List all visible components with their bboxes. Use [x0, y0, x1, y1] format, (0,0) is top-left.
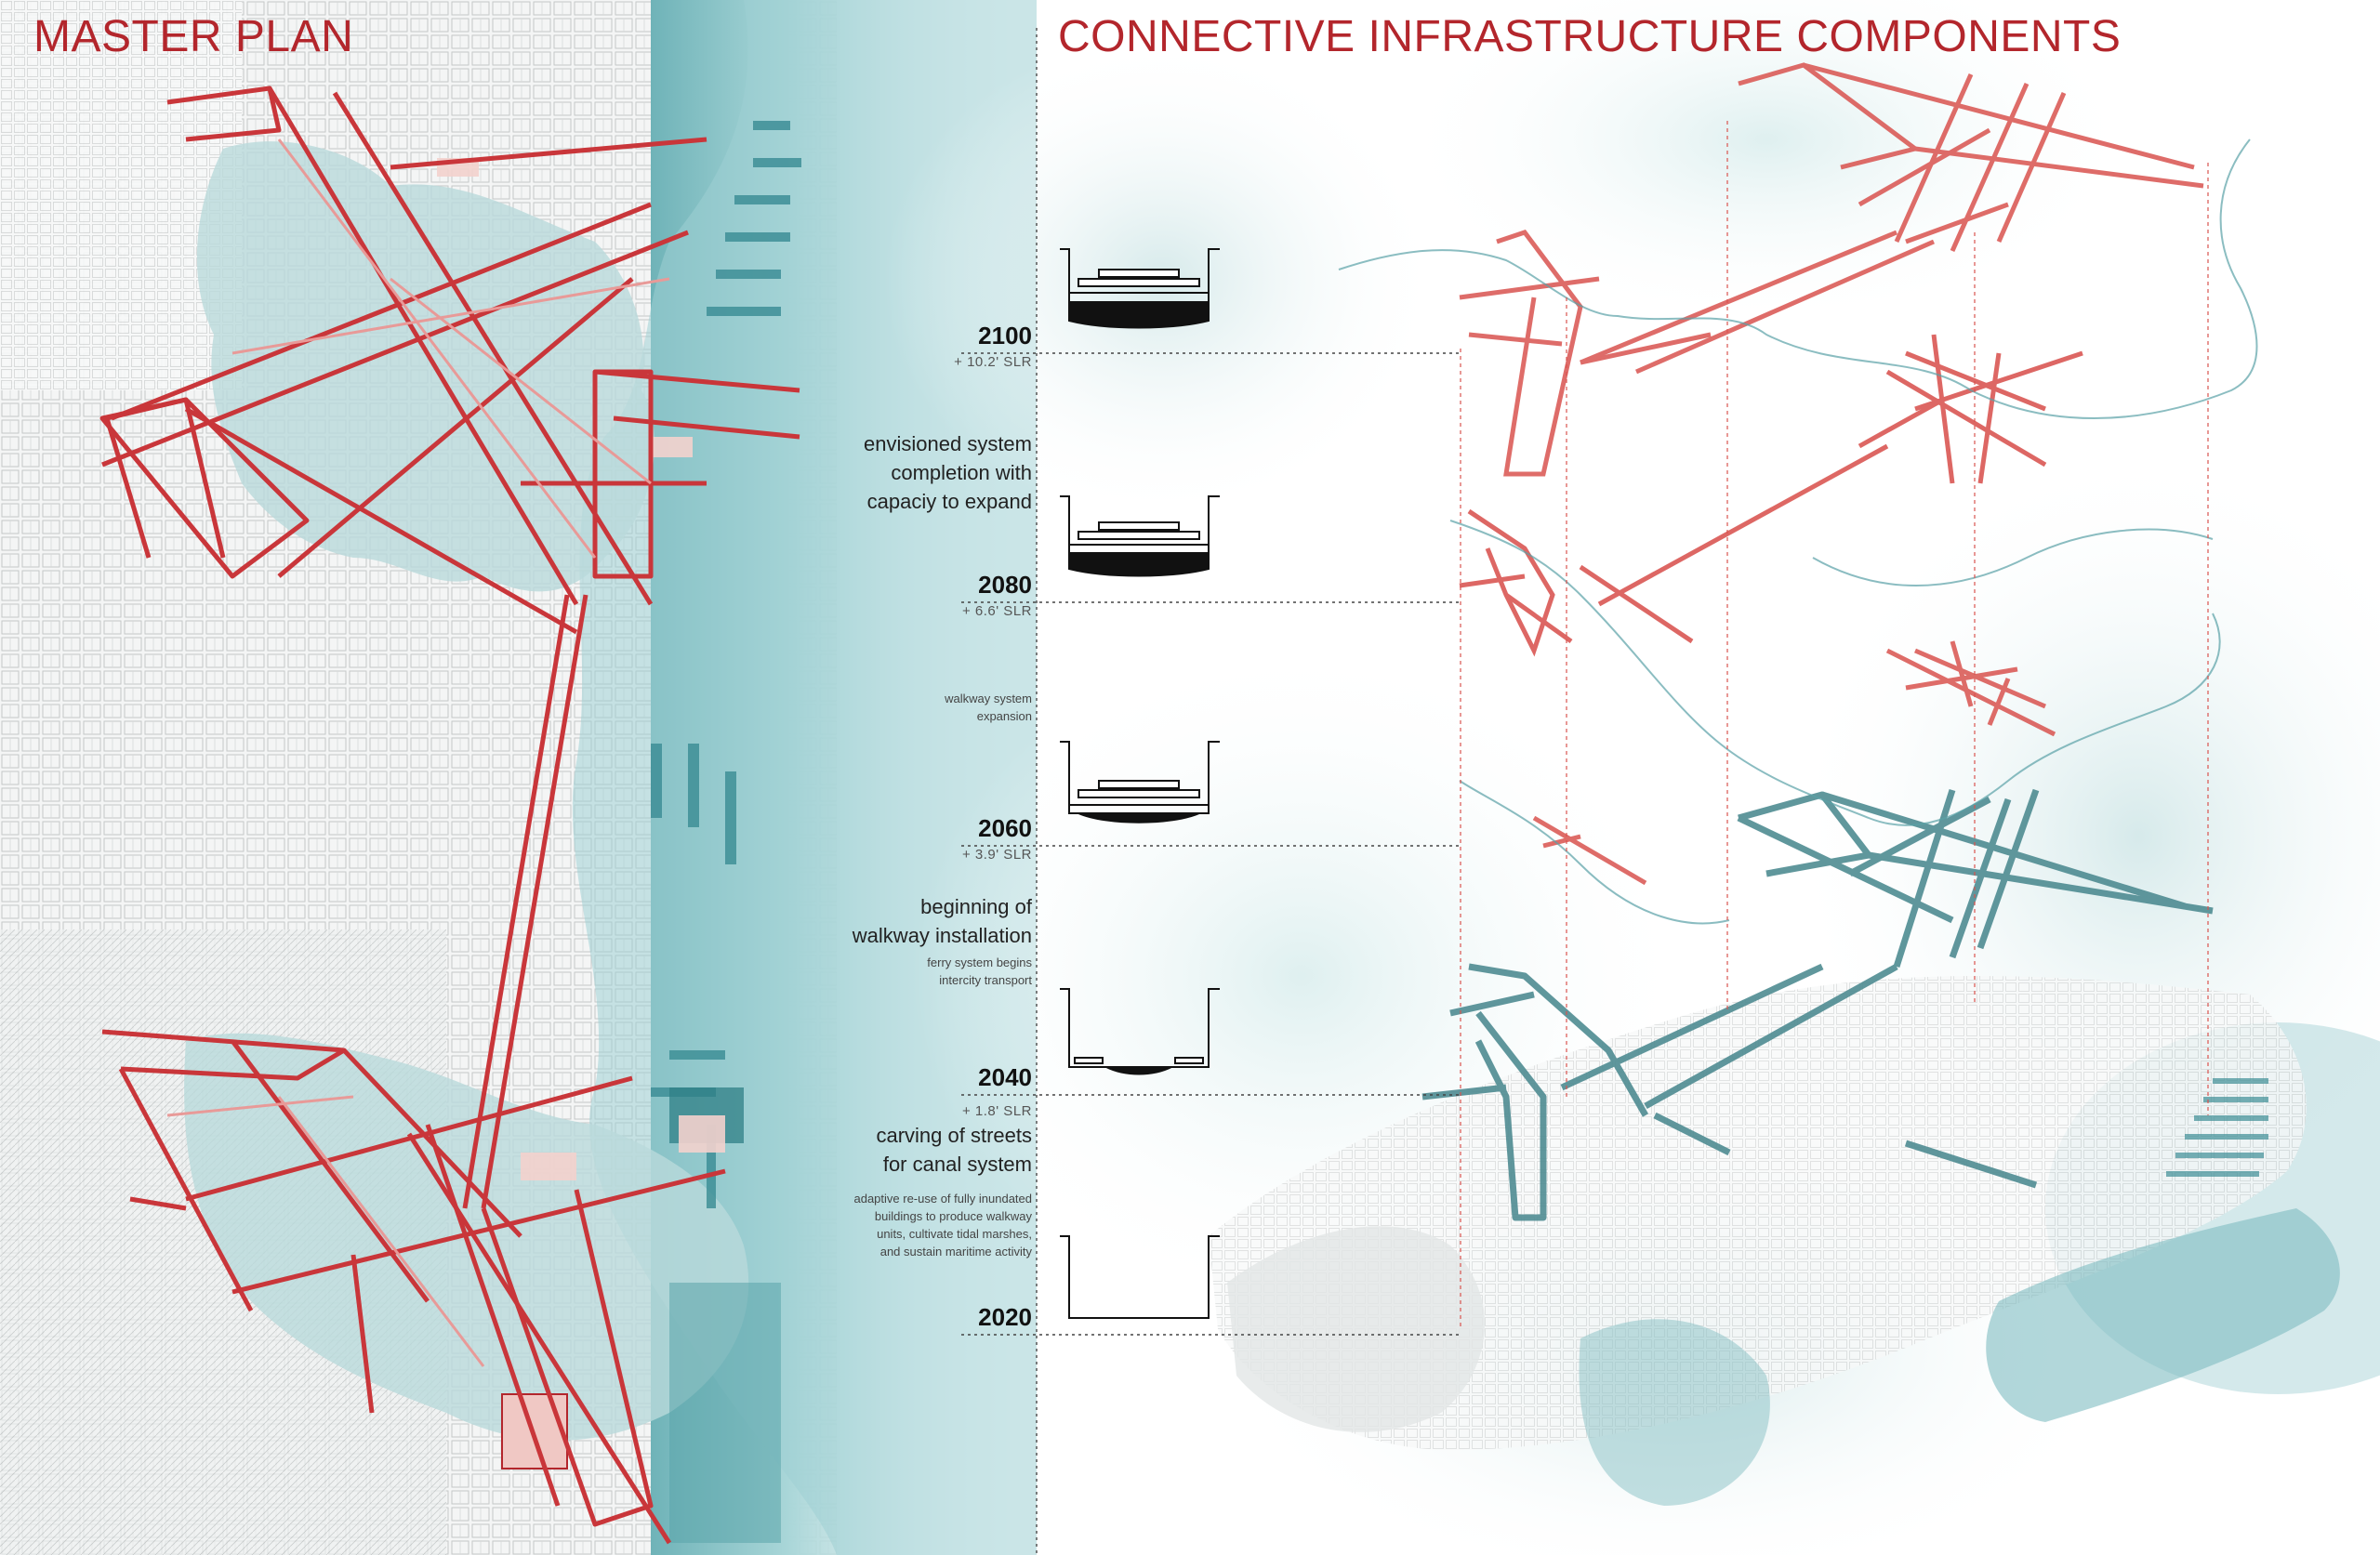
slr-label-2040: + 1.8' SLR — [962, 1103, 1032, 1119]
year-label-2060: 2060 — [978, 814, 1032, 842]
year-label-2100: 2100 — [978, 322, 1032, 349]
year-label-2020: 2020 — [978, 1303, 1032, 1331]
note-envisioned: envisioned system completion with capaci… — [864, 432, 1032, 513]
canal-section-2040 — [1060, 988, 1220, 1075]
canal-section-2020 — [1060, 1235, 1220, 1319]
walkway-network-2100 — [1459, 62, 2204, 477]
canal-section-2100 — [1060, 248, 1220, 329]
note-adaptive: adaptive re-use of fully inundated build… — [853, 1192, 1032, 1258]
connective-infrastructure-title: CONNECTIVE INFRASTRUCTURE COMPONENTS — [1058, 12, 2122, 61]
canal-section-2060 — [1060, 741, 1220, 824]
isometric-base-map — [1209, 976, 2340, 1506]
note-beginning: beginning of walkway installation — [852, 895, 1032, 947]
year-guidelines — [961, 352, 1461, 1336]
water-level-contours — [1338, 138, 2258, 925]
master-plan-map — [0, 0, 1041, 1555]
master-plan-title: MASTER PLAN — [33, 12, 354, 61]
year-label-2040: 2040 — [978, 1063, 1032, 1091]
projection-lines — [1460, 121, 2209, 1329]
slr-label-2080: + 6.6' SLR — [962, 603, 1032, 619]
note-carving: carving of streets for canal system — [876, 1124, 1032, 1176]
slr-label-2100: + 10.2' SLR — [954, 354, 1032, 370]
walkway-network-2060 — [1532, 640, 2056, 886]
year-label-2080: 2080 — [978, 571, 1032, 599]
note-ferry: ferry system begins intercity transport — [927, 955, 1032, 987]
walkway-network-2080 — [1459, 334, 2083, 657]
canal-section-2080 — [1060, 495, 1220, 577]
slr-label-2060: + 3.9' SLR — [962, 847, 1032, 863]
note-expansion: walkway system expansion — [945, 692, 1032, 723]
